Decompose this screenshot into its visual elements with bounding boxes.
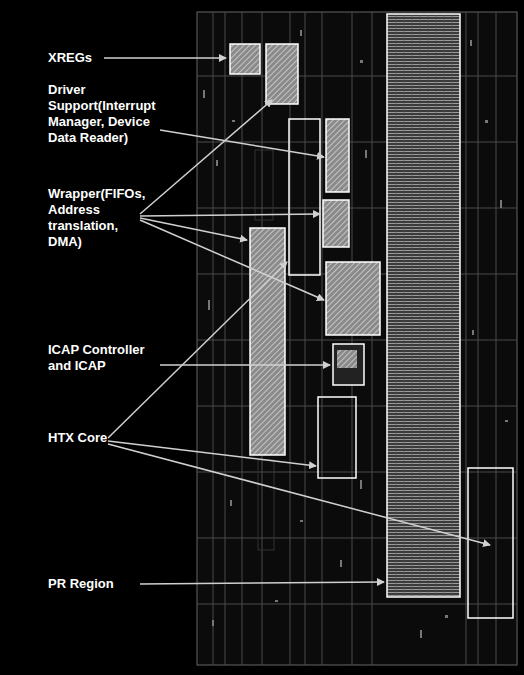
callout-label: HTX Core [48, 430, 108, 446]
callout-label: Driver Support(Interrupt Manager, Device… [48, 82, 168, 146]
callout-label: XREGs [48, 50, 138, 66]
callout-label: ICAP Controller and ICAP [48, 342, 158, 374]
callout-label: PR Region [48, 576, 143, 592]
callout-label: Wrapper(FIFOs, Address translation, DMA) [48, 186, 140, 250]
